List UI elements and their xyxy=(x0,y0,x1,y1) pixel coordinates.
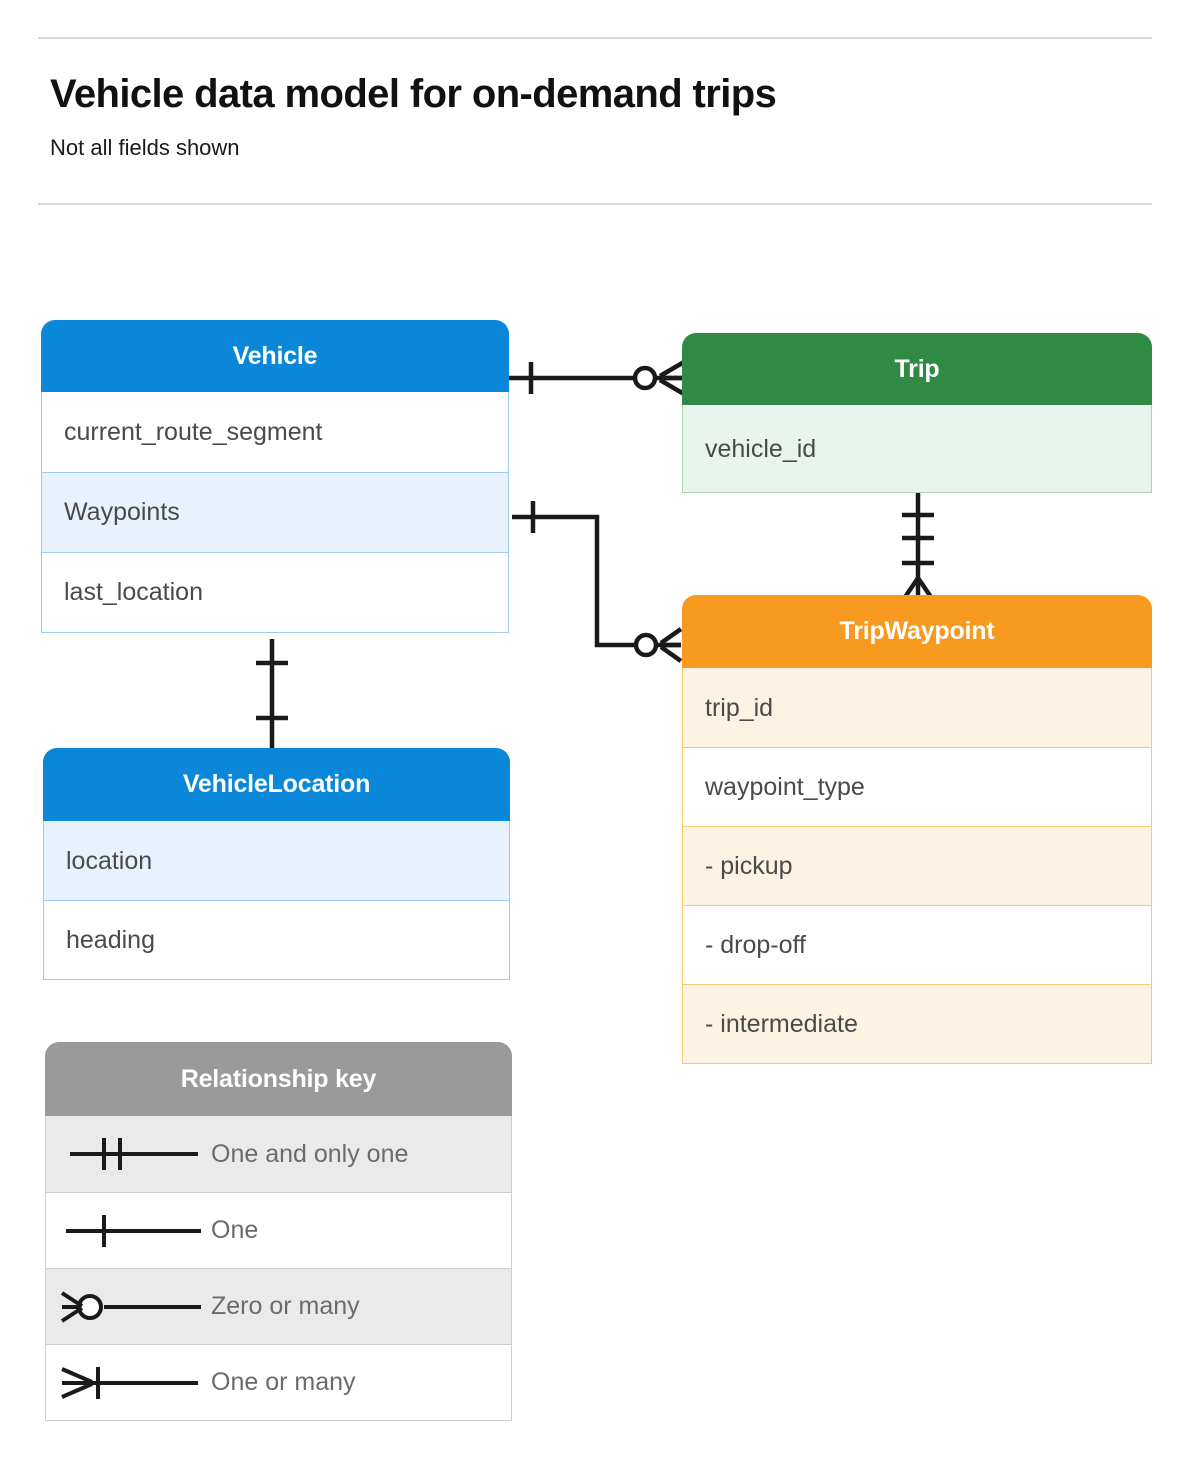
one-or-many-symbol xyxy=(46,1345,211,1421)
legend-row[interactable]: One or many xyxy=(46,1344,511,1420)
relationship-key-title: Relationship key xyxy=(180,1064,377,1093)
field-label: - pickup xyxy=(705,851,793,880)
legend-row[interactable]: One xyxy=(46,1192,511,1268)
entity-trip-title: Trip xyxy=(894,354,940,383)
entity-field-row[interactable]: current_route_segment xyxy=(42,392,508,472)
relationship-key-rows: One and only one One xyxy=(45,1116,512,1421)
field-label: - drop-off xyxy=(705,930,806,959)
entity-field-row[interactable]: - drop-off xyxy=(683,905,1151,984)
one-symbol xyxy=(46,1193,211,1269)
entity-vehicle-header: Vehicle xyxy=(41,320,509,392)
entity-trip-waypoint-title: TripWaypoint xyxy=(839,617,995,645)
one-and-only-one-symbol xyxy=(46,1116,211,1192)
legend-label: Zero or many xyxy=(211,1292,360,1320)
legend-label: One xyxy=(211,1216,259,1244)
zero-or-many-symbol xyxy=(46,1269,211,1345)
field-label: last_location xyxy=(64,578,203,606)
entity-trip-waypoint[interactable]: TripWaypoint trip_id waypoint_type - pic… xyxy=(682,595,1152,1064)
entity-vehicle-fields: current_route_segment Waypoints last_loc… xyxy=(41,392,509,633)
entity-field-row[interactable]: last_location xyxy=(42,552,508,632)
entity-trip-header: Trip xyxy=(682,333,1152,405)
entity-vehicle-location-title: VehicleLocation xyxy=(182,770,371,798)
entity-vehicle[interactable]: Vehicle current_route_segment Waypoints … xyxy=(41,320,509,633)
entity-trip[interactable]: Trip vehicle_id xyxy=(682,333,1152,493)
entity-field-row[interactable]: Waypoints xyxy=(42,472,508,552)
entity-trip-waypoint-fields: trip_id waypoint_type - pickup - drop-of… xyxy=(682,668,1152,1064)
field-label: current_route_segment xyxy=(64,418,323,446)
entity-vehicle-location[interactable]: VehicleLocation location heading xyxy=(43,748,510,980)
entity-field-row[interactable]: - pickup xyxy=(683,826,1151,905)
legend-row[interactable]: One and only one xyxy=(46,1116,511,1192)
entity-trip-fields: vehicle_id xyxy=(682,405,1152,493)
field-label: Waypoints xyxy=(64,498,180,526)
entity-field-row[interactable]: location xyxy=(44,821,509,900)
entity-field-row[interactable]: trip_id xyxy=(683,668,1151,747)
entity-field-row[interactable]: heading xyxy=(44,900,509,979)
field-label: - intermediate xyxy=(705,1009,858,1038)
entity-vehicle-title: Vehicle xyxy=(232,341,318,370)
relationship-key-header: Relationship key xyxy=(45,1042,512,1116)
bottom-divider-rule xyxy=(38,203,1152,205)
top-divider-rule xyxy=(38,37,1152,39)
connector-trip-tripwaypoint xyxy=(901,492,935,602)
field-label: waypoint_type xyxy=(705,772,865,801)
entity-vehicle-location-header: VehicleLocation xyxy=(43,748,510,821)
connector-waypoints-tripwaypoint xyxy=(512,501,683,663)
page-title: Vehicle data model for on-demand trips xyxy=(50,72,777,116)
field-label: location xyxy=(66,846,153,875)
relationship-key-legend[interactable]: Relationship key One and only one xyxy=(45,1042,512,1421)
legend-label: One or many xyxy=(211,1368,356,1396)
entity-field-row[interactable]: waypoint_type xyxy=(683,747,1151,826)
field-label: vehicle_id xyxy=(705,434,817,463)
field-label: heading xyxy=(66,925,155,954)
legend-row[interactable]: Zero or many xyxy=(46,1268,511,1344)
legend-label: One and only one xyxy=(211,1139,409,1168)
entity-field-row[interactable]: - intermediate xyxy=(683,984,1151,1063)
entity-field-row[interactable]: vehicle_id xyxy=(683,405,1151,492)
connector-vehicle-trip xyxy=(505,360,686,396)
field-label: trip_id xyxy=(705,693,774,722)
page-subtitle: Not all fields shown xyxy=(50,135,240,160)
connector-vehicle-vehiclelocation xyxy=(256,639,288,750)
entity-trip-waypoint-header: TripWaypoint xyxy=(682,595,1152,668)
entity-vehicle-location-fields: location heading xyxy=(43,821,510,980)
